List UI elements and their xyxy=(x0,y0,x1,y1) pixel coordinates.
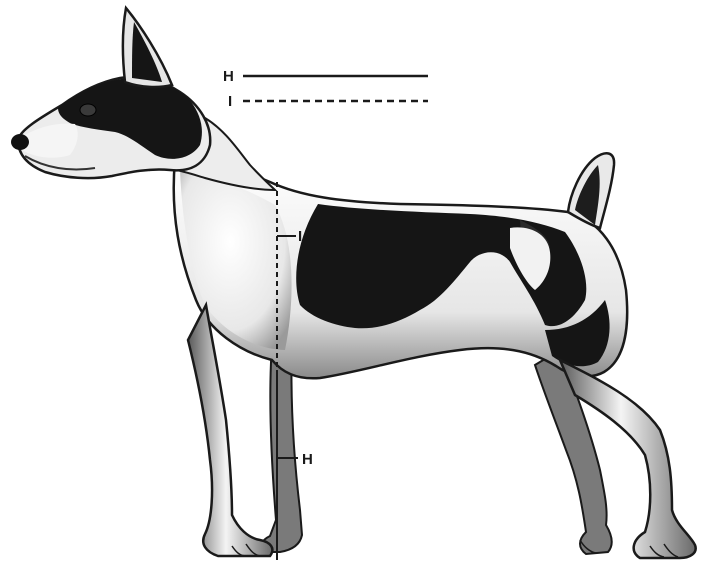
legend-item-H: H xyxy=(223,68,428,85)
marker-I-label: I xyxy=(298,228,302,245)
legend-I-label: I xyxy=(228,93,232,110)
ear-inner xyxy=(132,22,162,82)
legend: H I xyxy=(223,68,428,110)
marker-H-label: H xyxy=(302,451,313,468)
dog-illustration xyxy=(11,8,696,558)
legend-H-label: H xyxy=(223,68,234,85)
eye xyxy=(80,104,96,116)
nose xyxy=(11,134,29,150)
dog-head xyxy=(11,77,210,178)
legend-item-I: I xyxy=(228,93,428,110)
